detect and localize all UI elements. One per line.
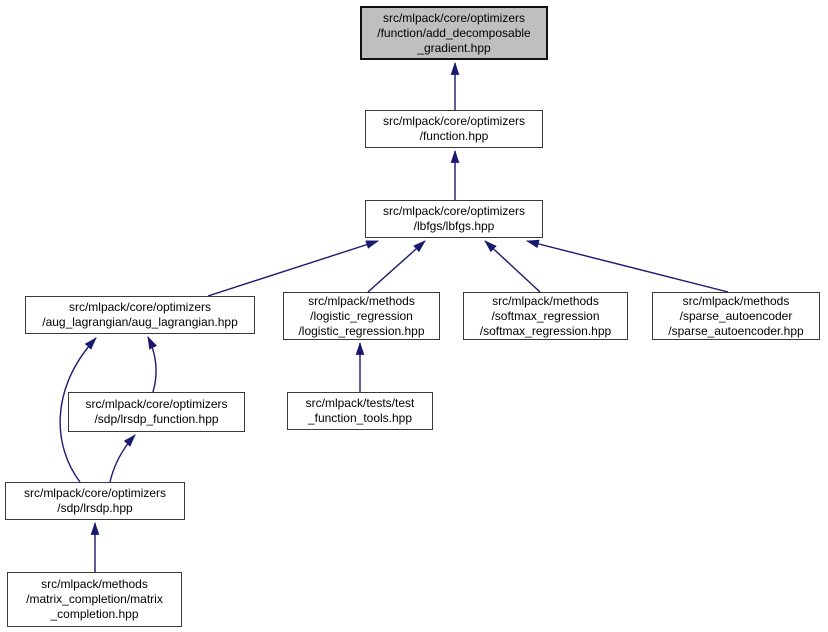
node-matrix-completion[interactable]: src/mlpack/methods /matrix_completion/ma… [7, 572, 182, 627]
node-softmax-regression[interactable]: src/mlpack/methods /softmax_regression /… [463, 292, 628, 340]
edge-sparse-autoencoder-to-lbfgs [525, 239, 729, 293]
edge-softmax-regression-to-lbfgs [484, 240, 541, 293]
node-add-decomposable-gradient: src/mlpack/core/optimizers /function/add… [360, 6, 548, 60]
node-lrsdp-function[interactable]: src/mlpack/core/optimizers /sdp/lrsdp_fu… [68, 392, 245, 432]
node-test-function-tools[interactable]: src/mlpack/tests/test _function_tools.hp… [287, 392, 433, 430]
edge-lrsdp-to-aug-lagrangian [59, 337, 97, 483]
node-function[interactable]: src/mlpack/core/optimizers /function.hpp [365, 110, 543, 148]
edge-lrsdp-to-lrsdp-function [109, 434, 136, 483]
edge-logistic-regression-to-lbfgs [367, 240, 426, 293]
node-sparse-autoencoder[interactable]: src/mlpack/methods /sparse_autoencoder /… [652, 292, 820, 340]
edge-lrsdp-function-to-aug-lagrangian [147, 336, 158, 393]
edge-aug-lagrangian-to-lbfgs [207, 240, 380, 297]
node-lbfgs[interactable]: src/mlpack/core/optimizers /lbfgs/lbfgs.… [365, 200, 543, 238]
node-lrsdp[interactable]: src/mlpack/core/optimizers /sdp/lrsdp.hp… [5, 482, 185, 520]
node-logistic-regression[interactable]: src/mlpack/methods /logistic_regression … [283, 292, 440, 340]
node-aug-lagrangian[interactable]: src/mlpack/core/optimizers /aug_lagrangi… [25, 296, 255, 334]
